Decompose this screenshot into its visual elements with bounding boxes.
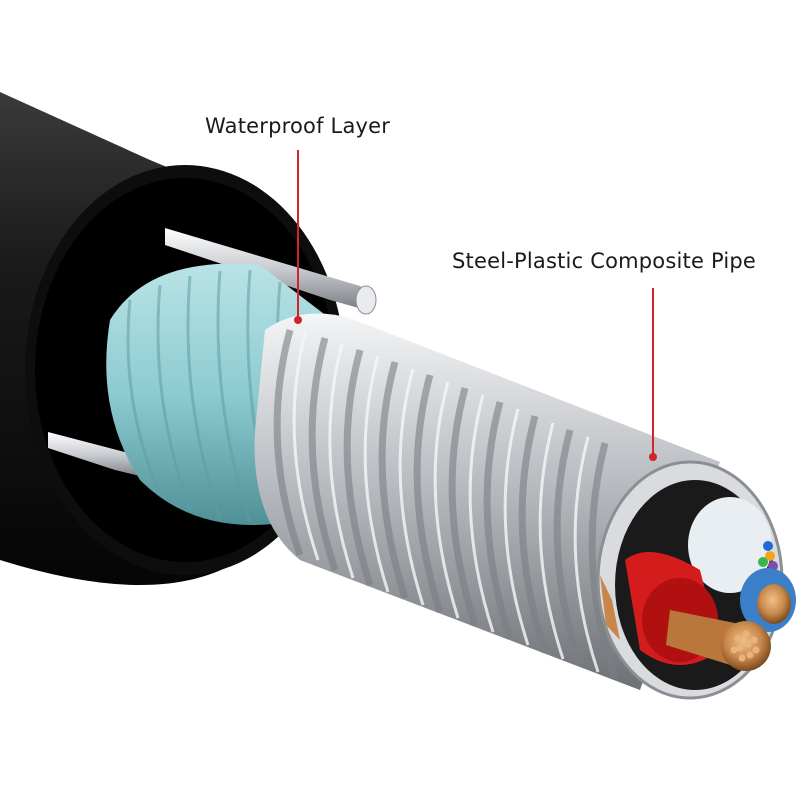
steel-wire-top — [165, 228, 377, 315]
fiber-unit — [688, 497, 778, 593]
waterproof-layer-label: Waterproof Layer — [205, 114, 391, 138]
blue-insulated-conductor — [740, 568, 796, 632]
copper-conductor — [666, 610, 771, 671]
callout-line-steel-pipe — [649, 288, 657, 461]
steel-plastic-pipe-label: Steel-Plastic Composite Pipe — [452, 249, 757, 273]
copper-strand-left — [600, 575, 620, 640]
callout-line-waterproof — [294, 150, 302, 324]
